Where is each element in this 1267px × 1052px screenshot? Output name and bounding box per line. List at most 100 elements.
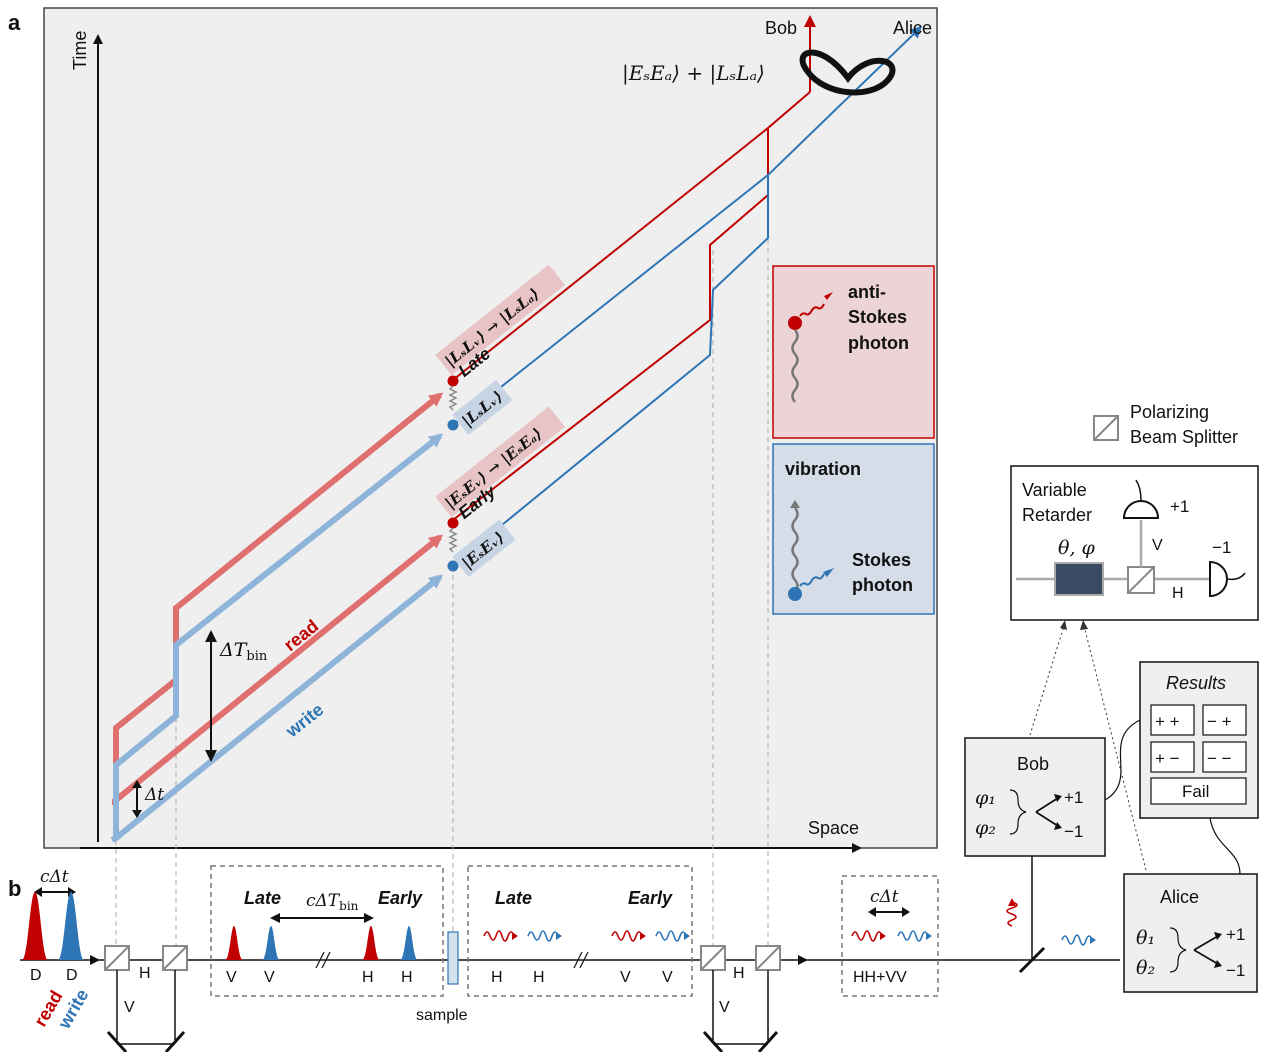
stokes-to-alice-photon-icon	[1061, 934, 1093, 946]
read-input-pulse	[22, 892, 48, 960]
delta-t-bin-label: ΔTbin	[219, 639, 268, 664]
alice-brace	[1169, 927, 1187, 973]
entangled-state: |EₛEₐ⟩ + |LₛLₐ⟩	[622, 61, 765, 86]
vibration-arrowhead-icon	[790, 500, 800, 508]
box1-break-mark	[315, 951, 331, 969]
space-axis-label: Space	[808, 818, 859, 838]
retarder-plus-one: +1	[1170, 497, 1189, 516]
interferometer-v-1: V	[124, 999, 135, 1016]
pbs-legend-label-2: Beam Splitter	[1130, 427, 1238, 447]
interferometer-h-1: H	[139, 965, 151, 982]
late-stokes-dot	[447, 419, 459, 431]
box2-pol-h4: H	[533, 969, 545, 986]
box2-late-as-arrow	[512, 932, 518, 940]
panel-a-label: a	[8, 10, 21, 35]
stokes-late-line	[452, 174, 769, 426]
delta-t-arrowheads	[132, 780, 142, 818]
stokes-wavepacket-icon	[799, 573, 825, 587]
anti-stokes-late-line	[452, 127, 769, 381]
detector-minus-icon	[1209, 560, 1228, 598]
box2-pol-v4: V	[662, 969, 673, 986]
stokes-arrowhead-icon	[823, 568, 834, 577]
bob-results-cable	[1104, 719, 1141, 801]
box3-wavepackets	[851, 930, 929, 942]
result-cell-3: + −	[1155, 749, 1180, 768]
beam-arrow-1	[90, 955, 100, 965]
box1-write-early-pulse	[400, 926, 418, 960]
box1-read-late-pulse	[225, 926, 243, 960]
stokes-to-alice-arrow	[1090, 936, 1096, 944]
anti-stokes-label-1: anti-	[848, 282, 886, 302]
bob-pointer-head	[1060, 620, 1067, 630]
result-cell-2: − +	[1207, 712, 1232, 731]
input-c-delta-t-label: cΔt	[40, 867, 69, 887]
theta-phi-label: θ, φ	[1058, 537, 1096, 559]
alice-box	[1123, 873, 1258, 993]
hhvv-label: HH+VV	[853, 969, 907, 986]
write-label-b: write	[54, 986, 93, 1033]
alice-results-cable	[1209, 817, 1241, 875]
retarder-pbs-diagonal	[1127, 566, 1155, 594]
interferometer-h-2: H	[733, 965, 745, 982]
anti-stokes-label-3: photon	[848, 333, 909, 353]
time-bin-pulses-box	[210, 865, 444, 997]
retarder-label-2: Retarder	[1022, 505, 1092, 525]
stokes-label-1: Stokes	[852, 550, 911, 570]
box3-s-arrow	[926, 932, 932, 940]
anti-stokes-box-dot	[788, 316, 802, 330]
entangled-output-box	[841, 875, 939, 997]
early-vibration-spring-icon	[448, 527, 458, 553]
box1-read-early-pulse	[362, 926, 380, 960]
box2-early-as-arrow	[640, 932, 646, 940]
detector-plus-icon	[1122, 500, 1160, 519]
detector-plus-cable	[1135, 479, 1142, 501]
pbs-legend-diagonal	[1093, 415, 1119, 441]
result-cell-4: − −	[1207, 749, 1232, 768]
alice-minus-one: −1	[1226, 961, 1245, 980]
retarder-minus-one: −1	[1212, 538, 1231, 557]
results-title: Results	[1166, 673, 1226, 693]
early-anti-stokes-dot	[447, 517, 459, 529]
read-pulse-early-path	[114, 534, 444, 803]
anti-stokes-arrowhead-icon	[824, 292, 833, 300]
box2-pol-v3: V	[620, 969, 631, 986]
pbs-legend-label-1: Polarizing	[1130, 402, 1209, 422]
box3-c-delta-t-label: cΔt	[870, 887, 899, 907]
retarder-h-label: H	[1172, 585, 1184, 602]
time-axis-label: Time	[70, 31, 90, 70]
results-grid	[1150, 704, 1247, 805]
stokes-label-2: photon	[852, 575, 913, 595]
sample-label: sample	[416, 1007, 468, 1024]
panel-b-label: b	[8, 876, 21, 901]
input-interferometer	[104, 945, 188, 1052]
write-pulse-late-path	[110, 433, 444, 843]
pulse-d1: D	[30, 967, 42, 984]
box1-pol-h2: H	[401, 969, 413, 986]
anti-stokes-to-bob-photon-icon	[1006, 901, 1018, 927]
alice-theta1: θ₁	[1136, 927, 1155, 949]
interferometer-v-2: V	[719, 999, 730, 1016]
retarder-waveplate	[1054, 562, 1104, 596]
late-vibration-spring-icon	[448, 385, 458, 411]
alice-plus-one: +1	[1226, 925, 1245, 944]
box1-late-label: Late	[244, 888, 281, 908]
stokes-box-spring-icon	[791, 507, 799, 593]
bob-label-a: Bob	[765, 18, 797, 38]
pulse-d2: D	[66, 967, 78, 984]
box2-break-mark	[573, 951, 589, 969]
stokes-early-line	[452, 25, 923, 566]
anti-stokes-label-2: Stokes	[848, 307, 907, 327]
bob-phi1: φ₁	[975, 787, 996, 809]
retarder-label-1: Variable	[1022, 480, 1087, 500]
output-interferometer	[700, 945, 781, 1052]
alice-pointer-head	[1080, 620, 1088, 630]
box2-early-s-arrow	[684, 932, 690, 940]
bob-phi2: φ₂	[975, 817, 996, 839]
retarder-v-label: V	[1152, 537, 1163, 554]
bob-plus-one: +1	[1064, 788, 1083, 807]
anti-stokes-box	[772, 265, 935, 439]
write-pulse-early-path	[114, 574, 444, 841]
bob-outcome-arrows	[1035, 797, 1059, 827]
box1-write-late-pulse	[262, 926, 280, 960]
bob-box	[964, 737, 1106, 857]
